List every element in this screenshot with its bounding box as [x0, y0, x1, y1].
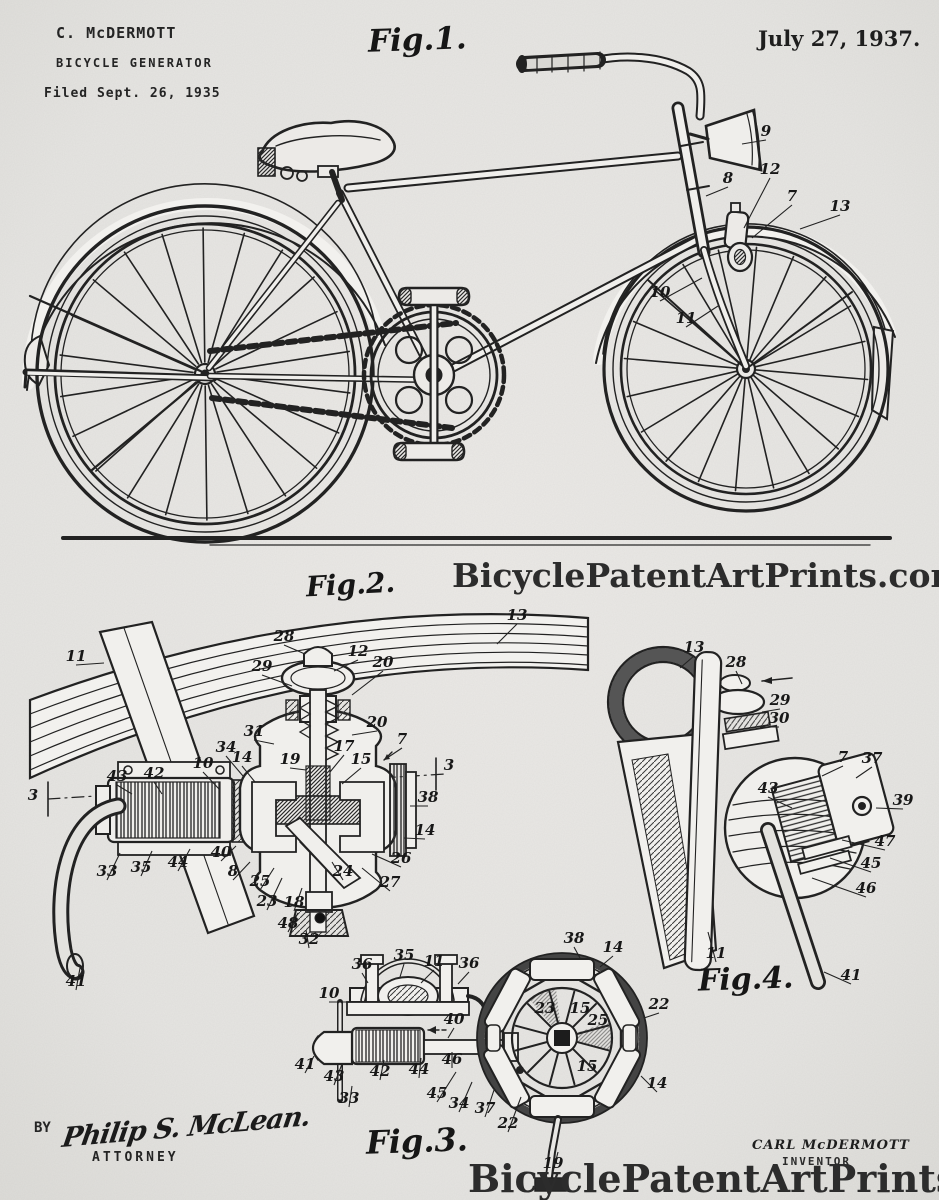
header-patent-date: July 27, 1937.	[758, 26, 921, 51]
attorney-role-label: ATTORNEY	[92, 1150, 179, 1165]
fig2-section-drawing	[28, 613, 590, 981]
fig3-endview-drawing	[311, 952, 648, 1192]
fig1-caption: Fig.1.	[367, 20, 468, 60]
fig1-bicycle-drawing	[21, 51, 896, 546]
watermark-bottom: BicyclePatentArtPrints.com	[468, 1156, 939, 1200]
header-inventor-abbrev: C. McDERMOTT	[56, 24, 177, 42]
fig4-caption: Fig.4.	[697, 960, 795, 999]
fig2-caption: Fig.2.	[305, 565, 396, 604]
fig3-caption: Fig.3.	[365, 1120, 469, 1162]
header-patent-title: BICYCLE GENERATOR	[56, 56, 213, 70]
header-filed-date: Filed Sept. 26, 1935	[44, 86, 221, 101]
watermark-middle: BicyclePatentArtPrints.com	[452, 556, 939, 595]
attorney-by-label: BY	[34, 1120, 51, 1136]
inventor-name: CARL McDERMOTT	[752, 1138, 910, 1153]
inventor-role-label: INVENTOR	[782, 1155, 851, 1168]
